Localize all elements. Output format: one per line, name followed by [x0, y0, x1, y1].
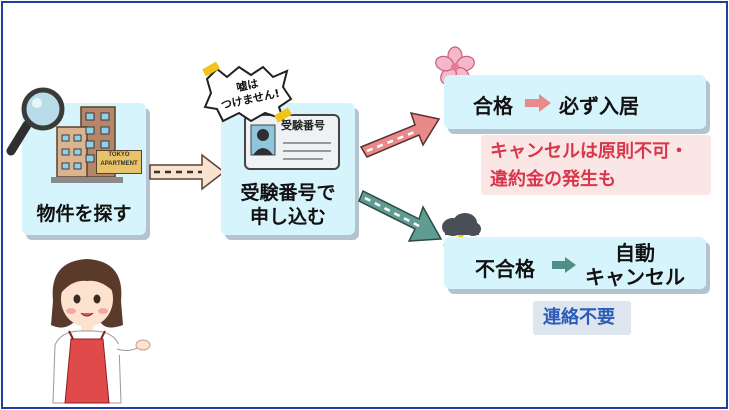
- fail-result-line1: 自動: [615, 241, 655, 265]
- fail-note: 連絡不要: [543, 307, 615, 328]
- pass-label: 合格: [473, 94, 513, 118]
- pass-note: キャンセルは原則不可・ 違約金の発生も: [490, 138, 688, 194]
- apartment-building-icon: [51, 106, 123, 183]
- pass-note-box: [481, 135, 711, 195]
- woman-illustration: [51, 259, 151, 404]
- sign-text-apartment: APARTMENT: [100, 161, 138, 167]
- fail-note-box: [533, 301, 631, 335]
- apply-label-line1: 受験番号で: [240, 182, 336, 204]
- pass-note-line1: キャンセルは原則不可・: [490, 141, 688, 162]
- pass-note-line2: 違約金の発生も: [490, 169, 616, 190]
- arrow-search-to-apply: [149, 153, 226, 191]
- speech-bubble-badge: [202, 61, 293, 123]
- arrow-to-pass: [359, 111, 441, 158]
- fail-result: 自動 キャンセル: [585, 241, 685, 289]
- search-property-label: 物件を探す: [36, 203, 132, 225]
- apply-label: 受験番号で 申し込む: [221, 181, 355, 229]
- card-title: 受験番号: [281, 119, 325, 132]
- apply-label-line2: 申し込む: [249, 206, 326, 228]
- pass-result-arrow-icon: [525, 94, 551, 112]
- fail-result-arrow-icon: [552, 257, 576, 273]
- fail-result-box: [444, 237, 706, 289]
- pass-result: 必ず入居: [559, 94, 639, 118]
- arrow-to-fail: [358, 189, 443, 242]
- magnifying-glass-icon: [6, 87, 65, 156]
- fail-label: 不合格: [475, 257, 535, 281]
- tokyo-apartment-sign: TOKYO APARTMENT: [96, 150, 142, 174]
- sign-text-tokyo: TOKYO: [108, 152, 130, 158]
- exam-id-card-icon: [244, 114, 340, 170]
- fail-result-line2: キャンセル: [585, 265, 685, 289]
- pass-result-box: [444, 75, 706, 129]
